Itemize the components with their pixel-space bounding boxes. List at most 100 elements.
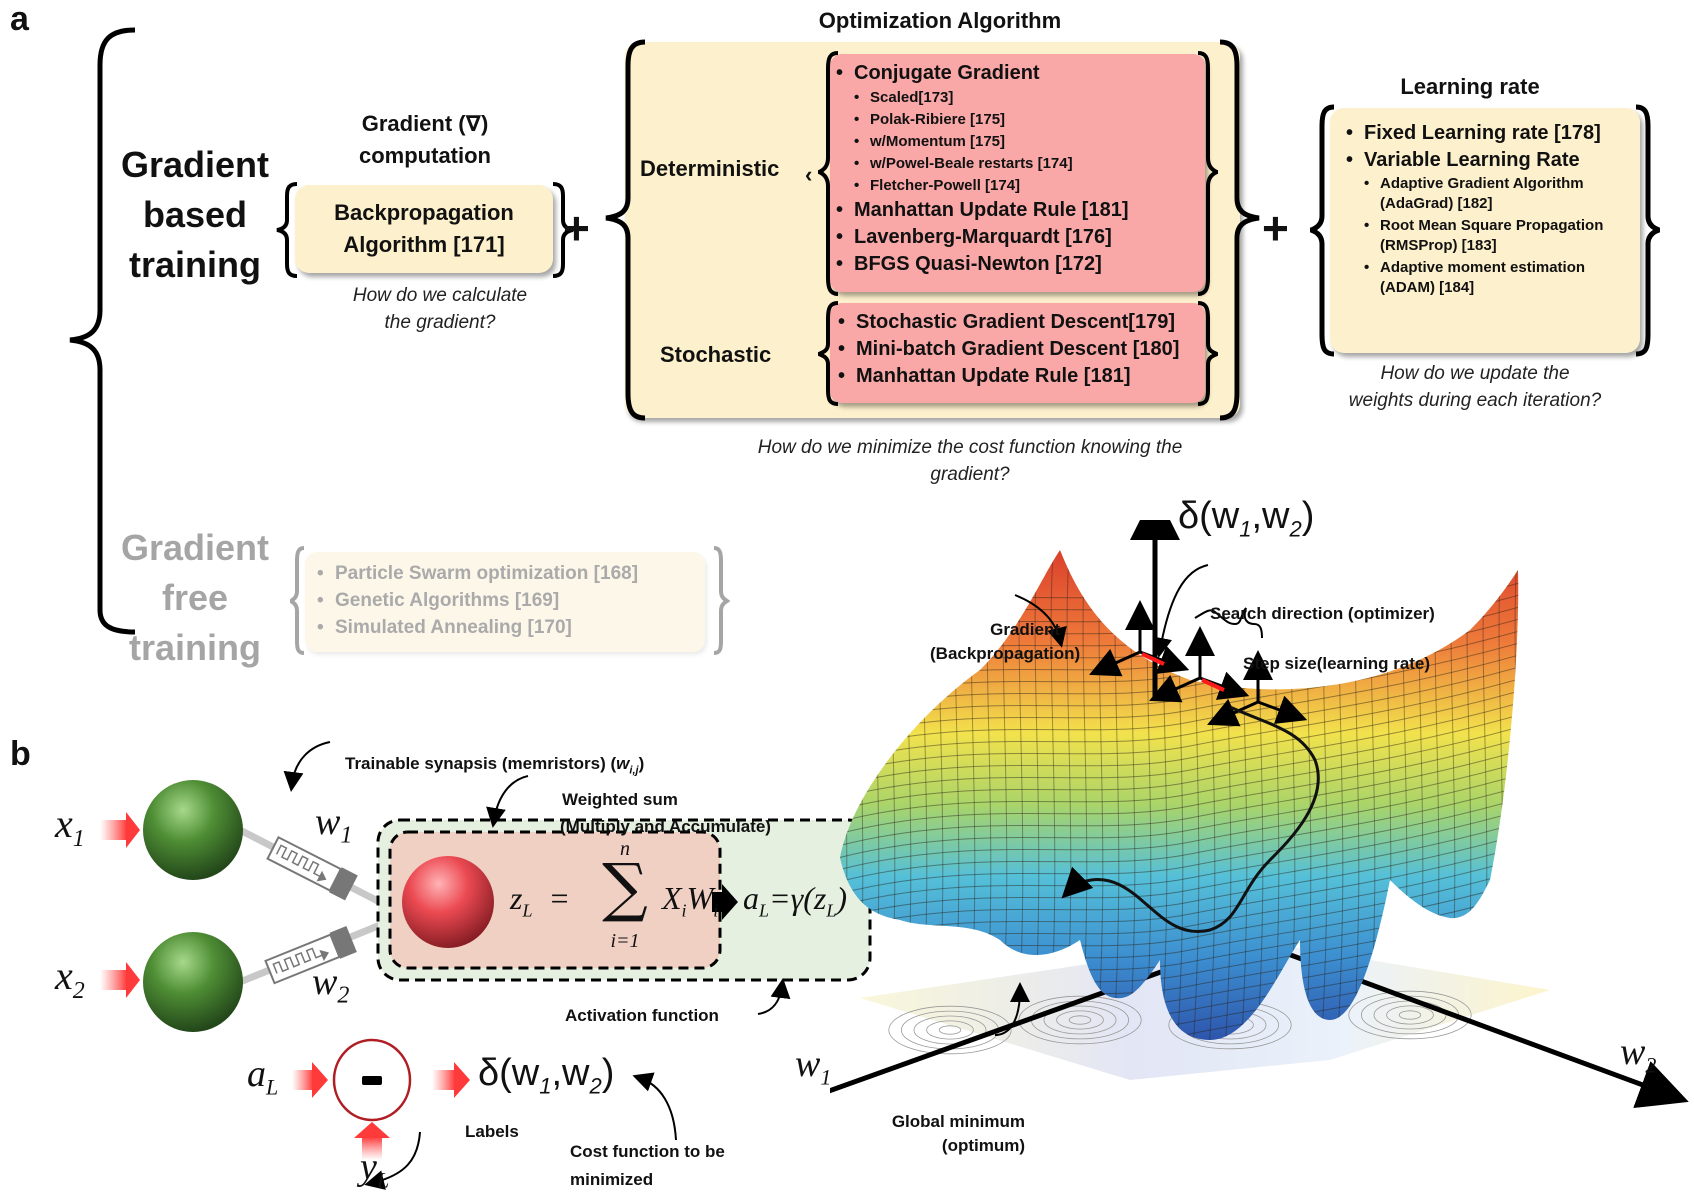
memristor-w1 [266, 835, 358, 901]
weight-w1-label: w1 [315, 801, 353, 849]
global-minimum-annotation: Global minimum (optimum) [891, 1112, 1025, 1155]
step-crosshair [1089, 600, 1190, 677]
memristor-w2 [264, 926, 357, 985]
gradient-pointer-arrow [1014, 594, 1067, 648]
deterministic-list: Conjugate GradientScaled[173]Polak-Ribie… [830, 54, 1205, 278]
neural-network-diagram [100, 741, 872, 1190]
deterministic-pointer: ‹ [805, 162, 813, 187]
list-item: Fletcher-Powell [174] [834, 175, 1205, 197]
gradient-free-box: Particle Swarm optimization [168] Geneti… [305, 552, 705, 652]
input-x1-label: x1 [55, 801, 85, 852]
sum-upper-limit: n [620, 838, 630, 860]
mesh-line [840, 663, 1519, 765]
sum-symbol: ∑ [602, 851, 648, 925]
mesh-line [856, 550, 864, 1040]
mesh-line [840, 711, 1519, 813]
activation-pointer-arrow [757, 978, 791, 1015]
mesh-line [840, 771, 1519, 873]
contour-line [888, 1005, 1012, 1055]
optimization-heading: Optimization Algorithm [818, 8, 1062, 33]
list-item: Scaled[173] [834, 87, 1205, 109]
weighted-sum-pointer-arrow [486, 775, 529, 828]
main-left-brace [69, 27, 136, 635]
input-arrow-x1 [100, 812, 140, 848]
learning-rate-list: Fixed Learning rate [178]Variable Learni… [1330, 108, 1640, 298]
gradient-free-braces [290, 546, 730, 655]
gradient-free-item: Simulated Annealing [170] [315, 614, 705, 641]
mesh-line [1529, 540, 1535, 1050]
learning-rate-box: Fixed Learning rate [178]Variable Learni… [1330, 108, 1640, 353]
list-item: Root Mean Square Propagation (RMSProp) [… [1344, 216, 1630, 256]
learning-rate-braces [1310, 104, 1660, 357]
global-min-pointer-arrow [994, 982, 1030, 1036]
input-arrow-x2 [100, 962, 140, 998]
deterministic-box: Conjugate GradientScaled[173]Polak-Ribie… [830, 54, 1205, 292]
mesh-line [840, 759, 1519, 861]
labels-pointer-arrow [364, 1131, 421, 1190]
list-item: BFGS Quasi-Newton [172] [834, 251, 1205, 278]
gradient-annotation: Gradient (Backpropagation) [930, 620, 1081, 663]
contour-line [913, 1015, 987, 1045]
list-item: Fixed Learning rate [178] [1344, 120, 1630, 147]
list-item: Lavenberg-Marquardt [176] [834, 224, 1205, 251]
deterministic-label: Deterministic [640, 156, 780, 181]
mesh-line [840, 795, 1519, 897]
weighted-sum-lhs: zL = [510, 880, 569, 921]
gradient-computation-heading: Gradient (∇) computation [359, 111, 491, 168]
contour-line [1398, 1010, 1422, 1020]
stochastic-label: Stochastic [660, 342, 772, 367]
search-direction-annotation: Search direction (optimizer) [1210, 604, 1435, 623]
learning-rate-question: How do we update the weights during each… [1348, 363, 1602, 411]
list-item: Adaptive moment estimation (ADAM) [184] [1344, 258, 1630, 298]
mesh-line [840, 699, 1519, 801]
mesh-line [840, 783, 1519, 885]
panel-a-label: a [10, 0, 29, 38]
step-crosshair [1149, 626, 1250, 703]
mesh-line [840, 831, 1519, 933]
mesh-line [840, 843, 1519, 945]
list-item: Conjugate Gradient [834, 60, 1205, 87]
step-size-brace [1194, 607, 1263, 639]
cost-function-expression: δ(w1,w2) [478, 1052, 615, 1099]
mesh-line [840, 819, 1519, 921]
w2-axis-label: w2 [1620, 1031, 1657, 1078]
plus-symbol-2: + [1262, 202, 1289, 254]
descent-path [1061, 705, 1320, 934]
mesh-line [840, 807, 1519, 909]
sum-term: XiWi [662, 880, 719, 921]
list-item: Stochastic Gradient Descent[179] [836, 309, 1205, 336]
input-neuron-1 [143, 780, 243, 880]
contour-line [1348, 990, 1472, 1040]
aL-label: aL [247, 1053, 279, 1100]
labels-annotation: Labels [465, 1122, 519, 1141]
contour-line [1068, 1015, 1092, 1025]
list-item: Variable Learning Rate [1344, 147, 1630, 174]
gradient-free-item: Particle Swarm optimization [168] [315, 560, 705, 587]
list-item: w/Momentum [175] [834, 131, 1205, 153]
sum-lower-limit: i=1 [610, 930, 640, 952]
activation-equation: aL=γ(zL) [743, 880, 847, 921]
stochastic-box: Stochastic Gradient Descent[179]Mini-bat… [830, 303, 1205, 403]
cost-arrow [432, 1062, 470, 1098]
contour-line [926, 1020, 974, 1040]
contour-line [1018, 995, 1142, 1045]
aL-arrow [292, 1062, 328, 1098]
mesh-line [840, 747, 1519, 849]
contour-line [1056, 1010, 1104, 1030]
mesh-line [840, 675, 1519, 777]
plus-symbol-1: + [563, 202, 590, 254]
gradient-free-item: Genetic Algorithms [169] [315, 587, 705, 614]
mesh-line [830, 540, 831, 1050]
yL-arrow [354, 1122, 390, 1160]
list-item: Mini-batch Gradient Descent [180] [836, 336, 1205, 363]
optimization-question: How do we minimize the cost function kno… [757, 437, 1183, 485]
synapse-annotation: Trainable synapsis (memristors) (wi,j) [345, 754, 645, 777]
panel-b-label: b [10, 735, 31, 773]
cost-function-annotation: Cost function to be minimized [570, 1142, 725, 1189]
list-item: Polak-Ribiere [175] [834, 109, 1205, 131]
cost-pointer-arrow [632, 1072, 677, 1141]
z-axis-label: δ(w1,w2) [1178, 495, 1315, 542]
gradient-free-training-title: Gradient free training [120, 527, 270, 668]
stochastic-braces [818, 301, 1218, 406]
contour-line [938, 1025, 962, 1035]
